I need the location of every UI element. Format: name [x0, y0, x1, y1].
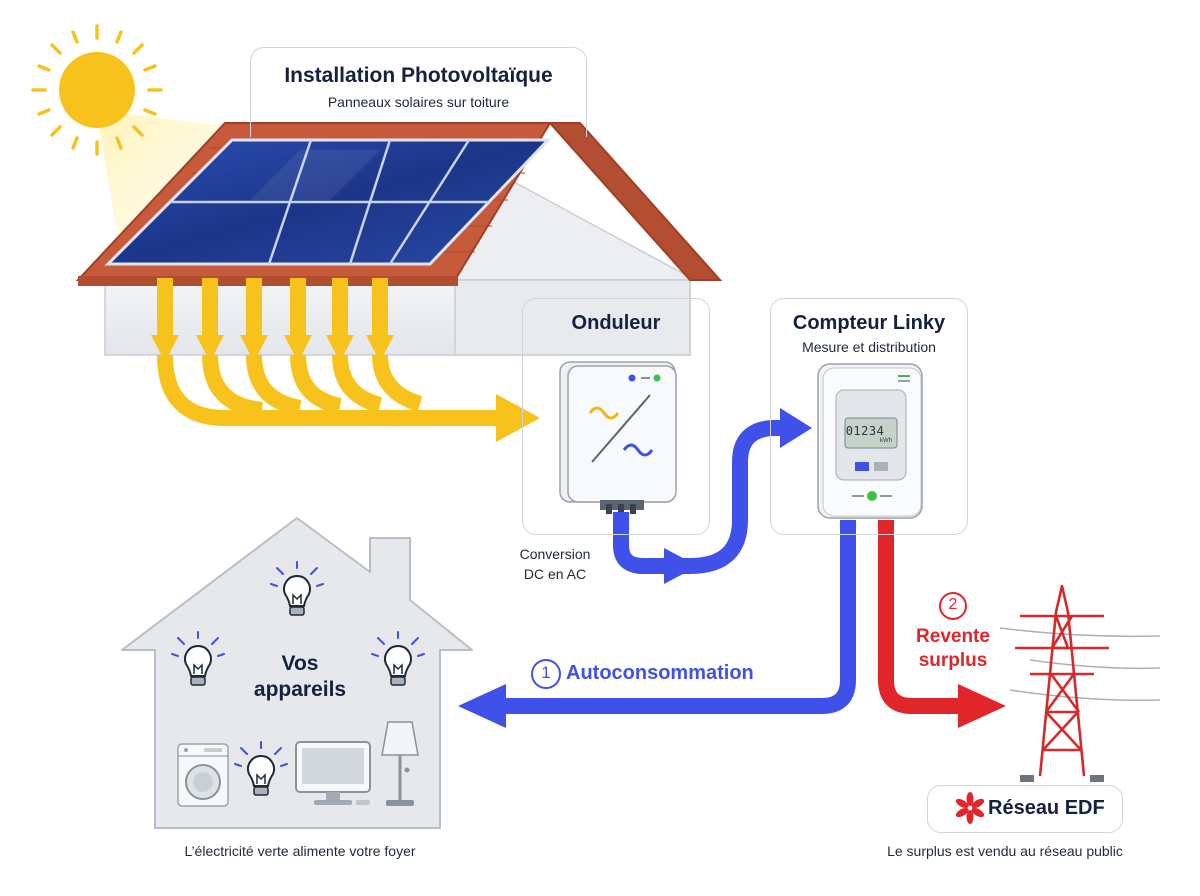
washing-machine-icon: [177, 743, 229, 807]
ac-flow-to-meter: [613, 420, 790, 574]
meter-subtitle: Mesure et distribution: [802, 339, 936, 355]
lightbulb-icon: [234, 741, 288, 796]
meter-title: Compteur Linky: [792, 312, 946, 334]
grid-name: Réseau EDF: [988, 797, 1105, 819]
installation-subtitle: Panneaux solaires sur toiture: [327, 94, 510, 110]
inverter-box: [522, 298, 710, 535]
solar-panel-icon: [104, 138, 552, 266]
installation-label-box: [250, 47, 587, 137]
home-caption: L’électricité verte alimente votre foyer: [184, 843, 416, 859]
resale-label-line2: surplus: [918, 650, 988, 671]
inverter-icon: [559, 361, 677, 514]
solar-flow-arrowheads: [151, 335, 540, 442]
meter-display-unit: kWh: [880, 438, 892, 444]
grid-caption: Le surplus est vendu au réseau public: [887, 843, 1123, 859]
self-consumption-number: 1: [541, 663, 551, 682]
lightbulb-icon: [270, 561, 324, 616]
edf-logo-icon: [955, 792, 985, 824]
lightbulb-icon: [371, 631, 425, 686]
resale-label-line1: Revente: [916, 626, 990, 647]
lightbulb-icon: [171, 631, 225, 686]
home-title-line1: Vos: [281, 652, 319, 675]
self-consumption-flow: [500, 520, 856, 714]
inverter-title: Onduleur: [571, 312, 661, 334]
resale-arrowhead: [958, 684, 1006, 728]
self-consumption-number-badge: [531, 659, 561, 689]
monitor-icon: [295, 741, 371, 805]
meter-icon: [817, 363, 923, 519]
ac-flow-arrowhead-1: [664, 548, 698, 584]
resale-number-badge: [939, 592, 967, 620]
inverter-caption-line2: DC en AC: [523, 566, 587, 582]
self-consumption-label: Autoconsommation: [566, 662, 754, 684]
resale-number: 2: [948, 596, 958, 613]
grid-box: [927, 785, 1123, 833]
self-consumption-arrowhead: [458, 684, 506, 728]
meter-display-value: 01234: [845, 424, 885, 438]
solar-dc-flow: [157, 278, 500, 426]
ac-flow-arrowhead-2: [780, 408, 812, 448]
meter-box: [770, 298, 968, 535]
resale-flow: [878, 520, 962, 714]
inverter-caption-line1: Conversion: [519, 546, 591, 562]
floor-lamp-icon: [381, 721, 419, 806]
installation-title: Installation Photovoltaïque: [284, 64, 553, 87]
pylon-icon: [999, 584, 1161, 782]
sun-icon: [31, 24, 163, 156]
home-title-line2: appareils: [253, 678, 347, 701]
